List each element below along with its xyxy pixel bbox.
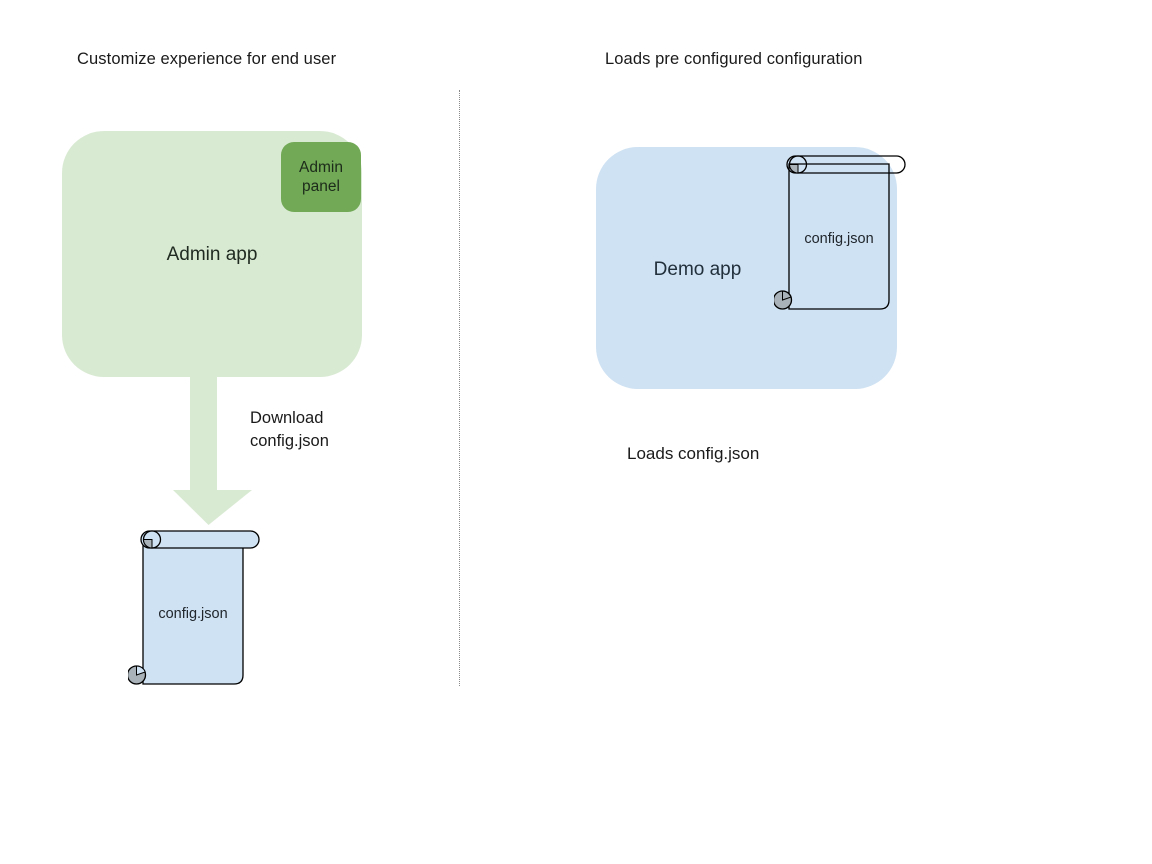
section-divider-line (459, 90, 460, 686)
scroll-bottom-curl-notch (782, 290, 792, 301)
download-arrow-head (173, 490, 252, 525)
left-section-title: Customize experience for end user (77, 50, 337, 68)
config-json-label-right: config.json (804, 231, 873, 247)
scroll-top-roll (786, 155, 906, 174)
download-caption-line2: config.json (250, 431, 329, 450)
download-arrow-shaft (190, 376, 217, 491)
download-arrow (173, 376, 252, 525)
admin-app-box: Admin app Admin panel (62, 131, 362, 377)
config-json-scroll-right: config.json (774, 155, 906, 310)
admin-panel-box: Admin panel (281, 142, 361, 212)
scroll-body (788, 163, 890, 310)
right-section-title: Loads pre configured configuration (605, 50, 863, 68)
demo-app-label: Demo app (653, 259, 742, 280)
scroll-top-curl-shade (788, 164, 799, 174)
demo-app-box: Demo app (596, 147, 897, 389)
scroll-top-roll (140, 530, 260, 549)
config-json-scroll-left: config.json (128, 530, 260, 685)
download-config-caption: Download config.json (250, 407, 329, 452)
admin-app-label: Admin app (166, 244, 258, 265)
scroll-bottom-curl-notch (136, 665, 146, 676)
download-caption-line1: Download (250, 409, 324, 427)
scroll-body (142, 538, 244, 685)
config-json-label-left: config.json (158, 606, 227, 622)
loads-config-caption: Loads config.json (627, 444, 760, 463)
scroll-top-curl-shade (142, 539, 153, 549)
